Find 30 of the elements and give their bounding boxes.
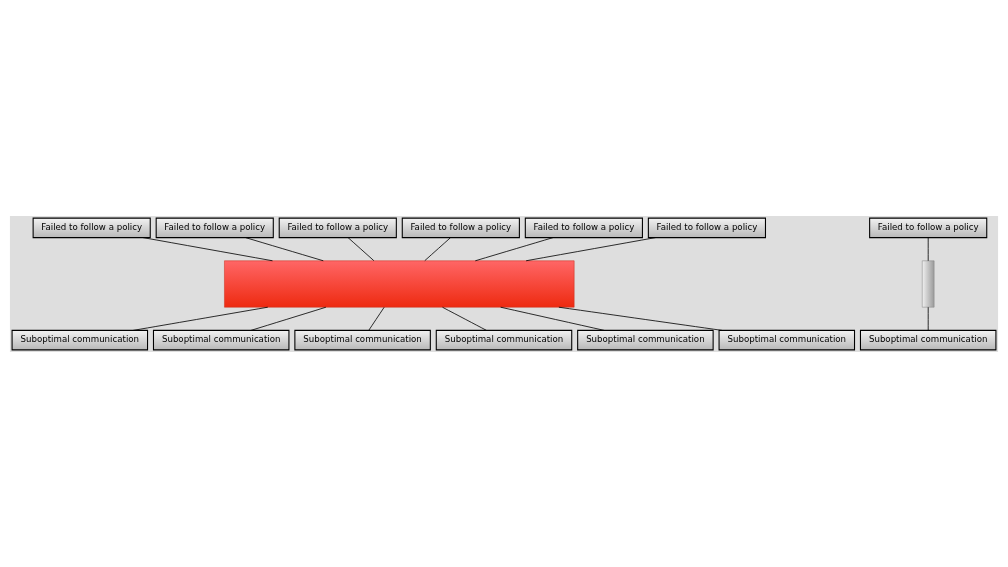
connector — [927, 306, 929, 331]
connector — [500, 306, 605, 331]
connector — [424, 236, 451, 261]
node-box: Suboptimal communication — [859, 329, 997, 350]
node-box: Failed to follow a policy — [524, 217, 643, 238]
connector — [132, 306, 269, 331]
connector — [245, 236, 324, 261]
node-box: Failed to follow a policy — [155, 217, 274, 238]
node-box: Failed to follow a policy — [32, 217, 151, 238]
node-box: Suboptimal communication — [11, 329, 149, 350]
connector — [368, 306, 385, 331]
node-box — [922, 260, 935, 307]
node-box: Suboptimal communication — [577, 329, 714, 350]
node-box: Suboptimal communication — [435, 329, 573, 350]
connector — [558, 306, 723, 331]
node-box: Failed to follow a policy — [647, 217, 766, 238]
connector — [442, 306, 487, 331]
connector — [927, 236, 929, 261]
node-box: Failed to follow a policy — [401, 217, 520, 238]
connector — [474, 236, 554, 261]
node-box: Failed to follow a policy — [869, 217, 988, 238]
node-bar — [224, 260, 575, 307]
node-box: Suboptimal communication — [294, 329, 431, 350]
connector — [142, 236, 273, 261]
connector — [525, 236, 656, 261]
node-box: Suboptimal communication — [152, 329, 290, 350]
node-box: Suboptimal communication — [718, 329, 856, 350]
node-box: Failed to follow a policy — [278, 217, 397, 238]
connector — [250, 306, 327, 331]
connector — [347, 236, 375, 261]
